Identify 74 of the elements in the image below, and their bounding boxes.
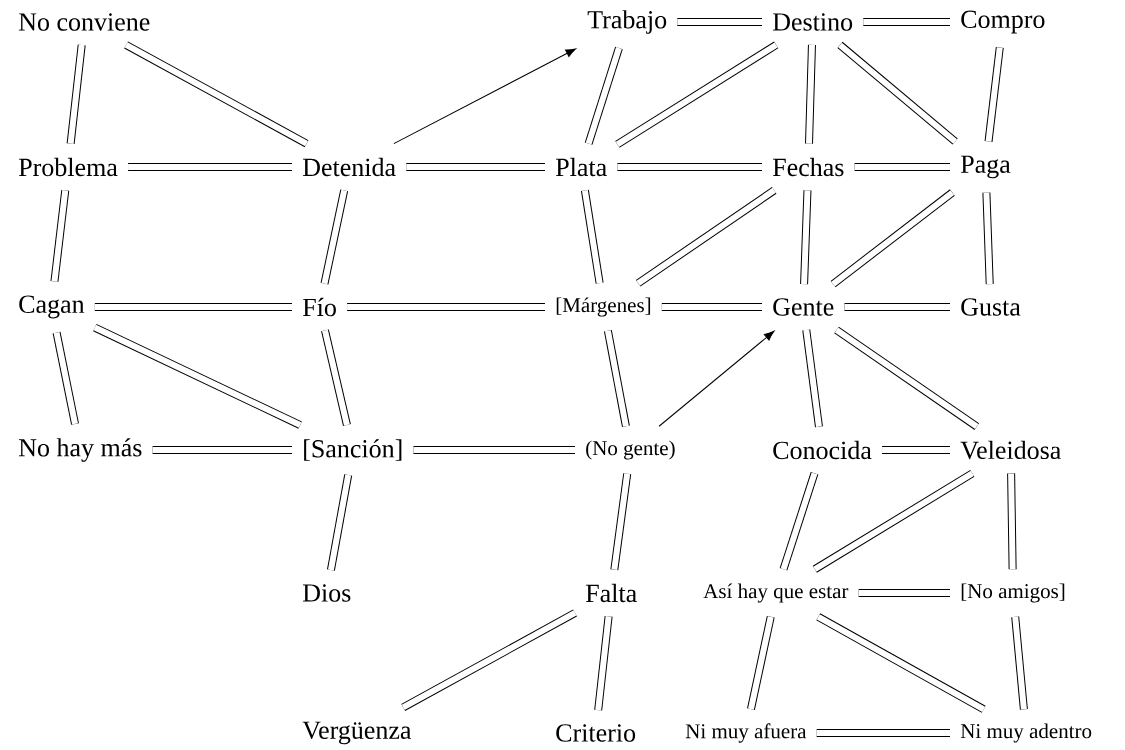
double-line: [854, 163, 950, 171]
double-line: [617, 163, 762, 171]
double-line: [615, 41, 779, 148]
double-line: [1007, 473, 1017, 570]
word-label: Fechas: [772, 157, 844, 177]
word-label: [Márgenes]: [556, 297, 651, 317]
double-line: [152, 446, 292, 454]
double-line: [858, 589, 950, 597]
double-line: [124, 41, 309, 148]
double-line: [677, 18, 762, 26]
word-label: No conviene: [18, 13, 150, 31]
double-line: [747, 615, 775, 710]
word-label: Falta: [585, 583, 637, 603]
double-line: [413, 446, 575, 454]
double-line: [882, 446, 950, 454]
word-label: Dios: [302, 584, 351, 602]
word-label: [Sanción]: [304, 439, 402, 461]
double-line: [830, 189, 955, 288]
word-label: Vergüenza: [302, 721, 412, 745]
word-label: Destino: [772, 13, 853, 31]
double-line: [66, 44, 86, 145]
word-label: Ni muy adentro: [960, 723, 1092, 743]
double-line: [603, 330, 630, 427]
double-line: [779, 472, 819, 571]
double-line: [844, 303, 950, 311]
double-line: [320, 189, 349, 285]
double-line: [93, 323, 302, 429]
word-label: Cagan: [19, 295, 85, 319]
double-line: [327, 474, 353, 571]
double-line: [661, 303, 762, 311]
double-line: [347, 303, 545, 311]
word-label: Plata: [555, 157, 607, 177]
double-line: [837, 41, 958, 145]
double-line: [802, 329, 823, 428]
word-label: Detenida: [302, 157, 396, 177]
double-line: [401, 609, 577, 711]
double-line: [982, 192, 994, 285]
double-line: [1011, 616, 1028, 710]
word-label: Compro: [961, 10, 1045, 34]
double-line: [816, 613, 986, 713]
arrow: [658, 330, 775, 427]
double-line: [50, 189, 70, 282]
word-label: Fío: [302, 297, 336, 317]
double-line: [94, 303, 292, 311]
double-line: [635, 187, 777, 287]
word-label: Problema: [18, 157, 118, 177]
word-label: Paga: [960, 155, 1011, 179]
word-label: Gusta: [961, 298, 1021, 316]
double-line: [321, 329, 351, 426]
arrow: [393, 48, 577, 145]
double-line: [594, 615, 613, 711]
word-label: Criterio: [556, 724, 636, 742]
word-label: Trabajo: [587, 10, 667, 34]
double-line: [812, 470, 975, 573]
word-label: (No gente): [586, 440, 675, 460]
double-line: [406, 163, 545, 171]
word-label: No hay más: [18, 438, 142, 462]
word-label: Así hay que estar: [703, 583, 849, 603]
double-line: [52, 331, 79, 425]
word-label: [No amigos]: [961, 583, 1065, 603]
double-line: [805, 44, 816, 144]
double-line: [863, 18, 950, 26]
word-label: Ni muy afuera: [685, 723, 807, 743]
double-line: [834, 326, 980, 430]
double-line: [610, 473, 632, 571]
double-line: [580, 189, 604, 284]
double-line: [584, 46, 623, 145]
double-line: [800, 190, 812, 285]
word-label: Conocida: [773, 440, 872, 460]
double-line: [984, 47, 1004, 142]
double-line: [128, 163, 292, 171]
word-label: Veleidosa: [960, 440, 1061, 460]
word-label: Gente: [773, 298, 834, 316]
double-line: [816, 729, 950, 737]
